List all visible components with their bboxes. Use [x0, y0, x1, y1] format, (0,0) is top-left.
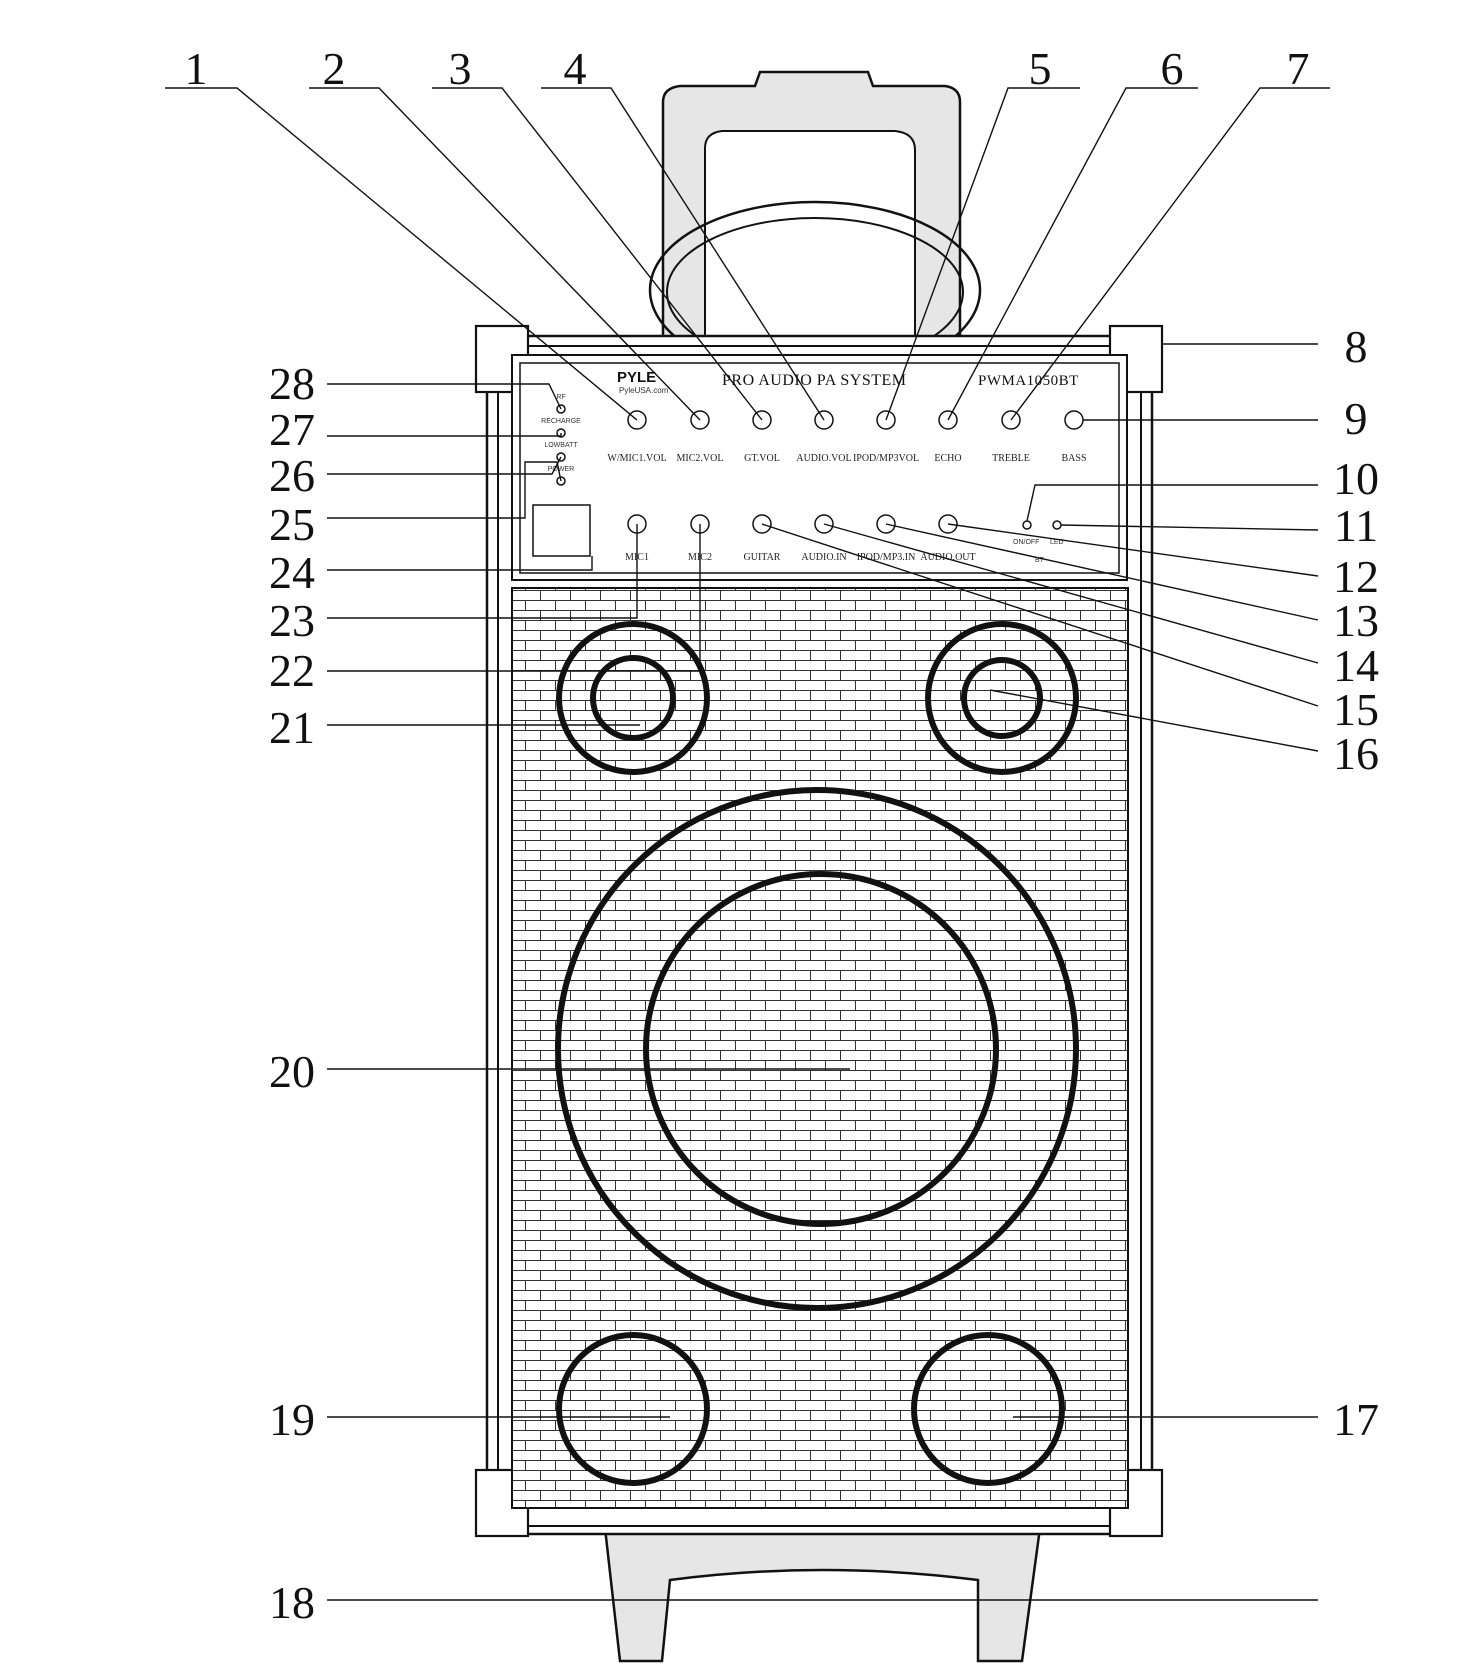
callout-number-14: 14 [1333, 640, 1379, 691]
leader-line-28 [327, 383, 562, 410]
leader-line-11 [1060, 524, 1319, 531]
callout-number-6: 6 [1161, 43, 1184, 94]
leader-line-24 [327, 556, 593, 571]
leader-line-7 [1010, 87, 1330, 421]
bt-on-off-button[interactable] [1022, 520, 1032, 530]
leader-line-12 [947, 523, 1319, 577]
leader-line-14 [823, 523, 1319, 664]
callout-number-25: 25 [269, 499, 315, 550]
callout-number-19: 19 [269, 1394, 315, 1445]
knob-bass[interactable] [1064, 410, 1084, 430]
leader-line-4 [541, 87, 825, 421]
woofer [555, 787, 1079, 1311]
leader-lines [165, 87, 1330, 1601]
leader-line-13 [885, 523, 1319, 621]
callout-number-23: 23 [269, 595, 315, 646]
tweeter-right [925, 621, 1079, 775]
speaker-grille [511, 587, 1129, 1509]
callout-number-10: 10 [1333, 453, 1379, 504]
leader-line-2 [309, 87, 701, 421]
callout-number-15: 15 [1333, 684, 1379, 735]
jack-label-ipod-mp3-in: IPOD/MP3.IN [857, 552, 916, 563]
callout-number-18: 18 [269, 1577, 315, 1628]
callout-number-28: 28 [269, 358, 315, 409]
leader-line-16 [989, 689, 1319, 752]
knob-label-treble: TREBLE [992, 453, 1030, 464]
trolley-base [603, 1526, 1042, 1663]
knob-label-bass: BASS [1061, 453, 1086, 464]
leader-line-1 [165, 87, 638, 421]
leader-line-23 [327, 524, 638, 619]
bt-label: BT [1035, 557, 1045, 564]
knob-label-ipod-mp3vol: IPOD/MP3VOL [853, 453, 919, 464]
brand-logo: PYLE [617, 369, 656, 386]
jack-label-audio-out: AUDIO.OUT [920, 552, 975, 563]
indicator-label-rf: RF [556, 394, 565, 401]
callout-number-9: 9 [1345, 393, 1368, 444]
jack-label-guitar: GUITAR [744, 552, 781, 563]
brand-url: PyleUSA.com [619, 386, 669, 395]
knob-label-gt-vol: GT.VOL [744, 453, 780, 464]
callout-number-22: 22 [269, 645, 315, 696]
callout-number-13: 13 [1333, 595, 1379, 646]
callout-number-12: 12 [1333, 551, 1379, 602]
panel-title: PRO AUDIO PA SYSTEM [722, 372, 907, 389]
callout-number-7: 7 [1287, 43, 1310, 94]
leader-line-15 [761, 523, 1319, 707]
callout-number-20: 20 [269, 1046, 315, 1097]
indicator-label-recharge: RECHARGE [541, 418, 581, 425]
callout-number-2: 2 [323, 43, 346, 94]
callout-number-11: 11 [1334, 500, 1378, 551]
tweeter-left [556, 621, 710, 775]
bt-led [1052, 520, 1062, 530]
leader-line-26 [327, 456, 562, 475]
leader-line-25 [327, 461, 562, 519]
telescopic-handle [661, 70, 962, 337]
bt-on-off-label: ON/OFF [1013, 539, 1039, 546]
knob-label-echo: ECHO [934, 453, 961, 464]
leader-line-22 [327, 524, 701, 672]
bt-led-label: LED [1050, 539, 1064, 546]
callout-number-26: 26 [269, 450, 315, 501]
callout-number-3: 3 [449, 43, 472, 94]
callout-number-5: 5 [1029, 43, 1052, 94]
leader-line-3 [432, 87, 763, 421]
leader-line-6 [947, 87, 1198, 421]
callout-number-16: 16 [1333, 728, 1379, 779]
knob-label-audio-vol: AUDIO.VOL [796, 453, 851, 464]
callout-number-4: 4 [564, 43, 587, 94]
callout-number-17: 17 [1333, 1394, 1379, 1445]
knob-label-w-mic1-vol: W/MIC1.VOL [607, 453, 666, 464]
jack-label-audio-in: AUDIO.IN [801, 552, 846, 563]
leader-line-27 [327, 433, 562, 437]
leader-line-10 [1026, 484, 1318, 522]
knob-label-mic2-vol: MIC2.VOL [677, 453, 724, 464]
bass-port-right [911, 1332, 1065, 1486]
indicator-label-lowbatt: LOWBATT [544, 442, 578, 449]
bass-port-left [556, 1332, 710, 1486]
indicator-label-power: POWER [548, 466, 574, 473]
callout-number-27: 27 [269, 404, 315, 455]
callout-number-21: 21 [269, 702, 315, 753]
callout-number-8: 8 [1345, 321, 1368, 372]
display-window [532, 504, 591, 557]
leader-line-5 [885, 87, 1080, 421]
callout-number-24: 24 [269, 547, 315, 598]
panel-model: PWMA1050BT [978, 373, 1079, 389]
callout-number-1: 1 [185, 43, 208, 94]
